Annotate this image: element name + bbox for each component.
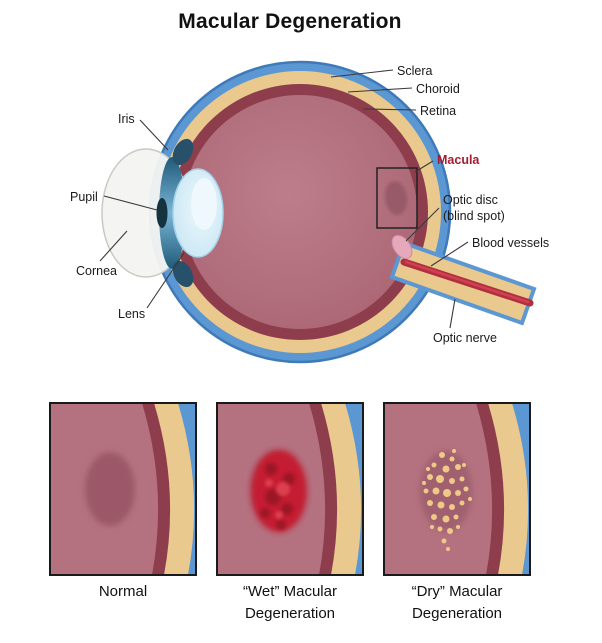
label-iris: Iris	[118, 112, 135, 126]
optic-disc-shape	[391, 234, 413, 260]
label-macula: Macula	[437, 153, 480, 167]
label-cornea: Cornea	[76, 264, 117, 278]
page-title: Macular Degeneration	[178, 10, 402, 33]
optic-nerve-group	[389, 240, 537, 326]
lens-highlight	[191, 178, 217, 230]
nerve-blood-vessel-core	[404, 260, 530, 304]
optic-nerve-pointer-line	[449, 298, 456, 329]
optic-disc-pointer-line	[405, 207, 440, 242]
retina-pointer-line	[362, 108, 417, 111]
panel-normal-border	[49, 402, 197, 576]
wet-lesion	[251, 450, 307, 532]
iris-pointer-line	[139, 119, 169, 151]
anterior-segment	[101, 138, 224, 288]
cornea-pointer-line	[99, 230, 128, 262]
eye-cross-section	[101, 60, 537, 364]
panel-dry-border	[383, 402, 531, 576]
macula-spot	[384, 181, 408, 215]
panel-wet	[217, 403, 363, 575]
panel-borders	[49, 402, 531, 576]
vitreous-interior	[183, 95, 417, 329]
label-optic-disc: Optic disc (blind spot)	[443, 193, 505, 224]
label-blood-vessels: Blood vessels	[472, 236, 550, 250]
sclera-pointer-line	[330, 69, 394, 78]
pupil-pointer-line	[103, 195, 158, 211]
panel-normal	[50, 403, 196, 575]
macula-pointer-line	[414, 160, 434, 173]
drusen-dots	[422, 449, 472, 551]
label-optic-nerve: Optic nerve	[433, 331, 497, 345]
panel-dry	[384, 403, 530, 575]
ciliary-body-bottom	[172, 260, 194, 288]
lens-pointer-line	[146, 252, 185, 309]
choroid-pointer-line	[347, 87, 413, 93]
label-retina: Retina	[420, 104, 457, 118]
normal-macula	[85, 452, 135, 526]
caption-wet: “Wet” Macular Degeneration	[243, 583, 337, 622]
caption-dry: “Dry” Macular Degeneration	[411, 583, 503, 622]
pointer-lines	[99, 69, 469, 329]
macula-highlight-box	[376, 167, 418, 229]
blood-vessels-pointer-line	[430, 241, 469, 267]
label-lens: Lens	[118, 307, 146, 321]
caption-normal: Normal	[98, 583, 148, 600]
label-sclera: Sclera	[397, 64, 433, 78]
label-choroid: Choroid	[416, 82, 460, 96]
pupil-spot	[156, 198, 168, 228]
panel-wet-border	[216, 402, 364, 576]
ciliary-body-top	[172, 138, 194, 166]
label-pupil: Pupil	[70, 190, 98, 204]
